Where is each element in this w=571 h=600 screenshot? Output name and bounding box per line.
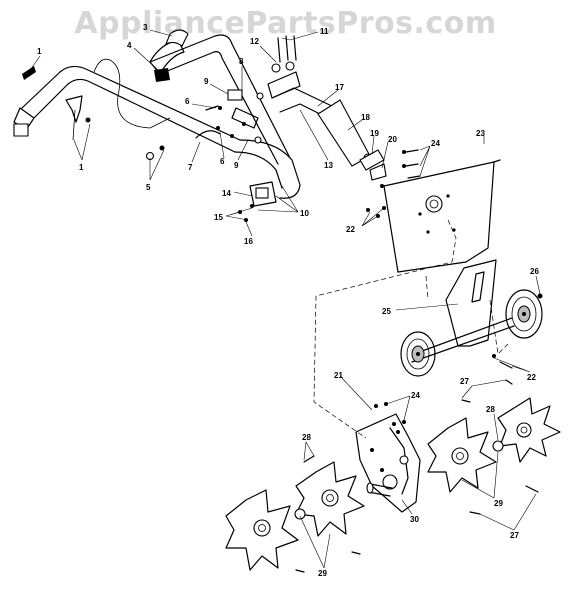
part-grip-cap-4 [154, 68, 170, 82]
callout-25: 25 [382, 307, 391, 316]
part-tine-rear-right [497, 397, 561, 463]
callout-6: 6 [185, 97, 190, 106]
part-grip-3 [164, 29, 189, 47]
callout-30: 30 [410, 515, 419, 524]
callout-1: 1 [37, 47, 42, 56]
part-tine-left [225, 489, 306, 571]
part-tine-center [295, 461, 365, 537]
part-bolts-11 [267, 35, 301, 99]
callout-29: 29 [318, 569, 327, 578]
callout-17: 17 [335, 83, 344, 92]
callout-28: 28 [302, 433, 311, 442]
callout-16: 16 [244, 237, 253, 246]
callout-12: 12 [250, 37, 259, 46]
callout-15: 15 [214, 213, 223, 222]
alignment-lines [313, 219, 509, 439]
callout-5: 5 [146, 183, 151, 192]
leader-lines [25, 29, 541, 569]
part-grip-cap-1 [13, 66, 36, 137]
callout-28: 28 [486, 405, 495, 414]
callout-26: 26 [530, 267, 539, 276]
callout-24: 24 [411, 391, 420, 400]
callout-labels: 1 1 3 4 5 6 6 7 8 9 9 10 11 12 13 14 15 … [37, 23, 539, 578]
part-transmission [355, 413, 421, 513]
callout-4: 4 [127, 41, 132, 50]
part-housing-plate [383, 159, 501, 273]
callout-13: 13 [324, 161, 333, 170]
part-bolts-24-lower [374, 402, 406, 426]
callout-21: 21 [334, 371, 343, 380]
callout-23: 23 [476, 129, 485, 138]
part-throttle-control [65, 58, 171, 161]
callout-22: 22 [346, 225, 355, 234]
callout-29: 29 [494, 499, 503, 508]
part-fasteners-22-lower [492, 354, 513, 369]
callout-20: 20 [388, 135, 397, 144]
callout-10: 10 [300, 209, 309, 218]
callout-24: 24 [431, 139, 440, 148]
callout-18: 18 [361, 113, 370, 122]
part-fasteners-22-upper [366, 206, 386, 218]
callout-11: 11 [320, 27, 329, 36]
callout-6: 6 [220, 157, 225, 166]
callout-22: 22 [527, 373, 536, 382]
callout-3: 3 [143, 23, 148, 32]
part-wheel-right [505, 289, 543, 339]
callout-9: 9 [204, 77, 209, 86]
callout-14: 14 [222, 189, 231, 198]
part-bolts-24-upper [402, 149, 421, 179]
part-handlebar [13, 34, 301, 199]
callout-19: 19 [370, 129, 379, 138]
part-wheel-left [400, 331, 436, 377]
callout-1: 1 [79, 163, 84, 172]
part-clamp-lower-14 [238, 181, 277, 222]
callout-27: 27 [460, 377, 469, 386]
callout-8: 8 [239, 57, 244, 66]
callout-9: 9 [234, 161, 239, 170]
callout-27: 27 [510, 531, 519, 540]
part-tine-pins-27 [295, 379, 539, 573]
part-tine-right [427, 417, 504, 493]
part-clamp-upper [195, 89, 264, 144]
callout-7: 7 [188, 163, 193, 172]
